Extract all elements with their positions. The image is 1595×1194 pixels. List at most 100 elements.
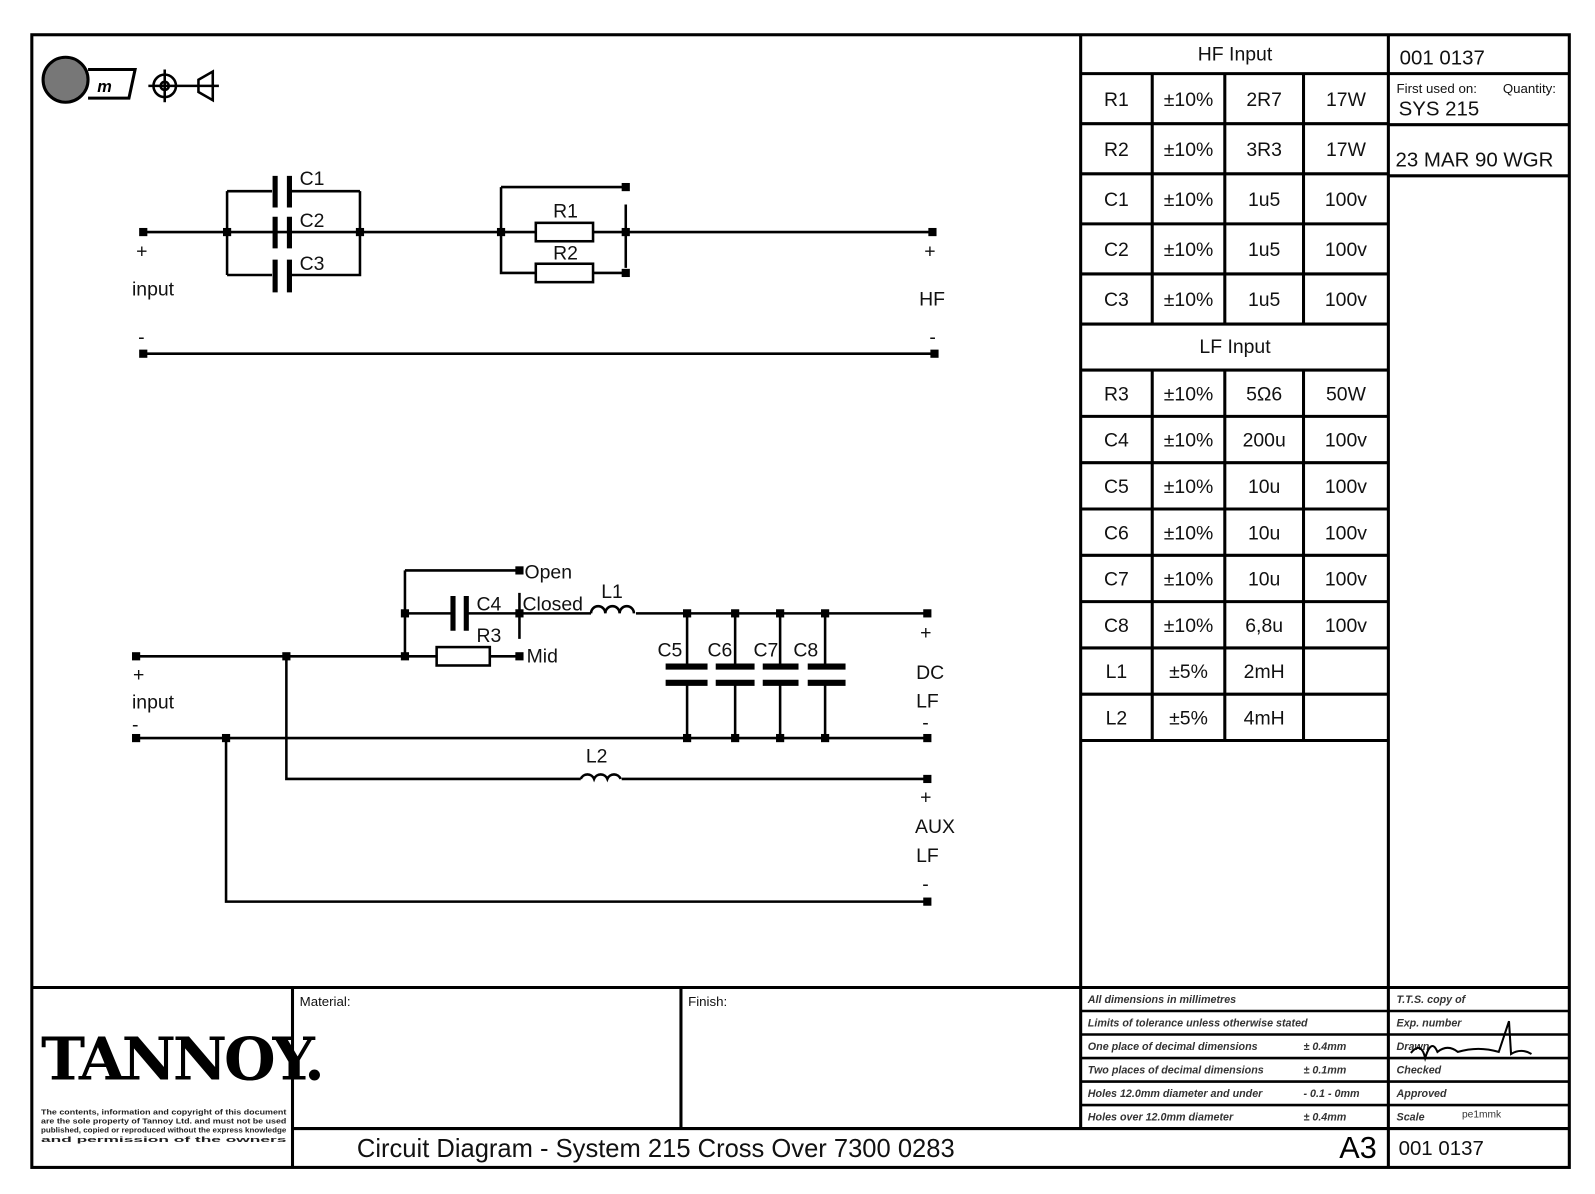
approval-label: Scale: [1397, 1111, 1425, 1123]
dc-plus: +: [920, 622, 931, 644]
label-c1: C1: [300, 168, 325, 190]
table-cell: 2mH: [1244, 661, 1285, 683]
approval-logo: m: [41, 55, 137, 104]
table-cell: 1u5: [1248, 239, 1280, 261]
aux-lf-label: LF: [916, 845, 939, 867]
finish-label: Finish:: [688, 994, 727, 1009]
tolerance-value: - 0.1 - 0mm: [1304, 1088, 1360, 1100]
material-label: Material:: [300, 994, 351, 1009]
tolerance-label: One place of decimal dimensions: [1088, 1041, 1258, 1053]
table-cell: 17W: [1326, 89, 1367, 111]
table-cell: R3: [1104, 383, 1129, 405]
tolerance-value: ± 0.4mm: [1304, 1041, 1347, 1053]
label-open: Open: [525, 562, 572, 584]
label-c6: C6: [708, 639, 733, 661]
lf_table-title: LF Input: [1199, 336, 1271, 358]
table-cell: 2R7: [1246, 89, 1282, 111]
label-c5: C5: [657, 639, 682, 661]
table-cell: C8: [1104, 615, 1129, 637]
tolerance-label: All dimensions in millimetres: [1087, 994, 1236, 1006]
table-cell: 10u: [1248, 476, 1280, 498]
copyright-line: are the sole property of Tannoy Ltd. and…: [41, 1116, 287, 1125]
dc-minus: -: [922, 712, 928, 734]
table-cell: C3: [1104, 289, 1129, 311]
tolerance-label: Holes 12.0mm diameter and under: [1088, 1088, 1263, 1100]
quantity-label: Quantity:: [1503, 81, 1556, 96]
approval-label: Exp. number: [1397, 1017, 1463, 1029]
table-cell: ±10%: [1164, 289, 1214, 311]
hf-circuit: C1 C2 C3 R1 R2 + input - + HF -: [132, 168, 945, 358]
table-cell: ±10%: [1164, 569, 1214, 591]
dc-lf-label: LF: [916, 690, 939, 712]
label-r2: R2: [553, 243, 578, 265]
table-cell: 100v: [1325, 430, 1367, 452]
table-cell: C4: [1104, 430, 1129, 452]
table-cell: 17W: [1326, 139, 1367, 161]
aux-plus: +: [920, 786, 931, 808]
table-cell: 3R3: [1246, 139, 1282, 161]
hf-output-minus: -: [929, 326, 935, 348]
table-cell: 100v: [1325, 189, 1367, 211]
table-cell: ±10%: [1164, 239, 1214, 261]
table-cell: ±10%: [1164, 430, 1214, 452]
sheet-size: A3: [1339, 1131, 1377, 1165]
label-c2: C2: [300, 210, 325, 232]
copyright-line: and permission of the owners: [41, 1135, 286, 1144]
first-used-label: First used on:: [1397, 81, 1477, 96]
signature: [1410, 1020, 1533, 1062]
label-l1: L1: [601, 581, 623, 603]
table-cell: 100v: [1325, 522, 1367, 544]
table-cell: ±10%: [1164, 615, 1214, 637]
table-cell: 100v: [1325, 239, 1367, 261]
table-cell: C6: [1104, 522, 1129, 544]
label-r3: R3: [477, 625, 502, 647]
hf-input-label: input: [132, 278, 175, 300]
table-cell: R2: [1104, 139, 1129, 161]
dc-label: DC: [916, 662, 944, 684]
part-number: 001 0137: [1400, 46, 1485, 69]
table-cell: C1: [1104, 189, 1129, 211]
tolerance-value: ± 0.4mm: [1304, 1111, 1347, 1123]
tolerance-value: ± 0.1mm: [1304, 1064, 1347, 1076]
table-cell: ±10%: [1164, 89, 1214, 111]
approval-label: Checked: [1397, 1064, 1442, 1076]
hf_table-title: HF Input: [1198, 43, 1273, 65]
date-drawn: 23 MAR 90 WGR: [1396, 149, 1554, 172]
label-r1: R1: [553, 201, 578, 223]
aux-label: AUX: [915, 816, 955, 838]
projection-symbol-icon: [148, 69, 219, 103]
label-c7: C7: [754, 639, 779, 661]
hf-input-plus: +: [136, 241, 147, 263]
table-cell: 100v: [1325, 615, 1367, 637]
table-cell: R1: [1104, 89, 1129, 111]
drawing-title: Circuit Diagram - System 215 Cross Over …: [357, 1135, 955, 1163]
table-cell: 100v: [1325, 476, 1367, 498]
table-cell: 50W: [1326, 383, 1367, 405]
label-closed: Closed: [523, 593, 583, 615]
lf-input-minus: -: [132, 714, 138, 736]
table-cell: ±10%: [1164, 522, 1214, 544]
table-cell: 100v: [1325, 569, 1367, 591]
table-cell: 1u5: [1248, 289, 1280, 311]
scale-value: pe1mmk: [1462, 1109, 1502, 1120]
table-cell: 10u: [1248, 522, 1280, 544]
label-l2: L2: [586, 746, 608, 768]
table-cell: ±10%: [1164, 189, 1214, 211]
tannoy-logo: TANNOY.: [41, 1024, 322, 1094]
approval-label: T.T.S. copy of: [1397, 994, 1467, 1006]
table-cell: 4mH: [1244, 708, 1285, 730]
hf-output-label: HF: [919, 289, 945, 311]
label-c8: C8: [793, 639, 818, 661]
table-cell: 1u5: [1248, 189, 1280, 211]
tolerance-label: Holes over 12.0mm diameter: [1088, 1111, 1234, 1123]
table-cell: ±10%: [1164, 476, 1214, 498]
approval-label: Approved: [1396, 1088, 1447, 1100]
table-cell: ±5%: [1169, 661, 1208, 683]
hf-output-plus: +: [924, 241, 935, 263]
table-cell: L2: [1106, 708, 1128, 730]
drawing-number: 001 0137: [1399, 1137, 1484, 1160]
label-mid: Mid: [527, 645, 558, 667]
table-cell: ±10%: [1164, 139, 1214, 161]
